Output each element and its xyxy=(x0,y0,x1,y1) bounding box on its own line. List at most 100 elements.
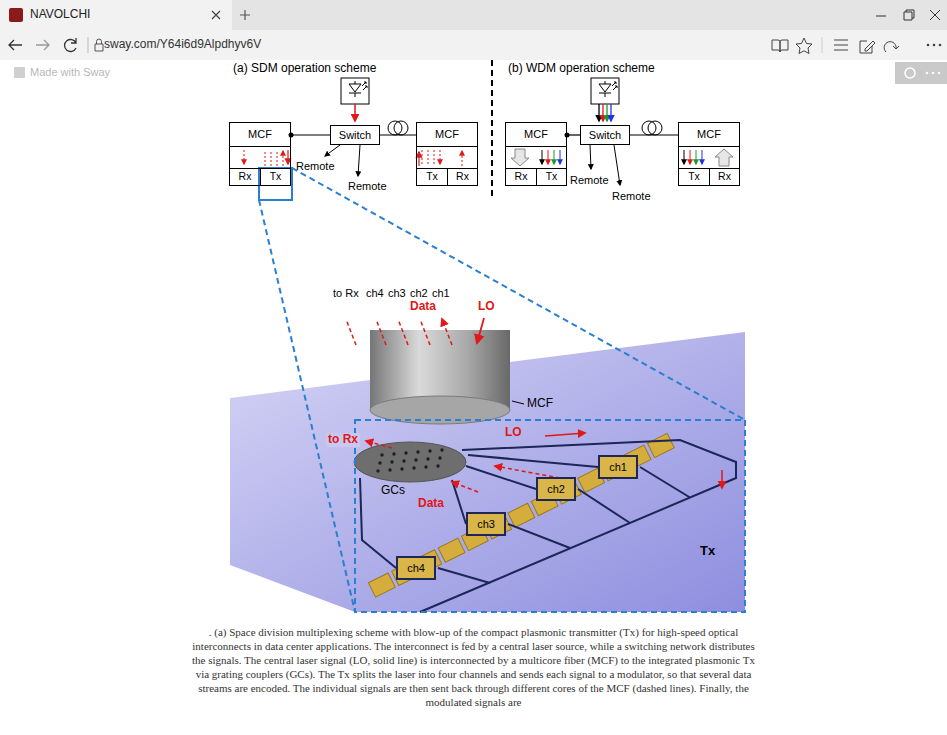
rx-signal-arrow xyxy=(462,151,463,166)
address-row xyxy=(0,30,947,60)
laser-symbol xyxy=(591,78,619,104)
multicore-fiber-box: MCFTxRx xyxy=(678,122,740,186)
grating-coupler xyxy=(438,456,441,459)
grating-coupler xyxy=(392,452,395,455)
note-icon xyxy=(860,41,875,53)
to-rx-arrow xyxy=(366,441,392,448)
gold-pad xyxy=(368,573,395,597)
grating-coupler xyxy=(378,461,381,464)
sway-more-dot xyxy=(932,72,935,75)
lock-icon xyxy=(95,39,103,51)
page-ground xyxy=(0,60,947,735)
transmitter-port: Tx xyxy=(679,168,709,185)
grating-coupler xyxy=(402,459,405,462)
lo-input-arrow xyxy=(477,318,484,343)
multicore-fiber-box: MCFRxTx xyxy=(229,122,291,186)
port-label: Tx xyxy=(546,171,558,183)
tx-highlight xyxy=(259,168,292,200)
sway-badge: Made with Sway xyxy=(30,66,110,79)
wdm-rx-arrow xyxy=(715,149,733,166)
wavelength-arrow xyxy=(554,150,555,164)
coupler-label: GCs xyxy=(381,484,405,498)
new-tab-icon xyxy=(240,10,250,20)
receiver-port: Rx xyxy=(230,168,260,185)
grating-coupler xyxy=(380,453,383,456)
fiber-label: MCF xyxy=(679,123,739,147)
signal-label: LO xyxy=(505,426,522,440)
sway-nav-icon xyxy=(905,68,915,78)
wavelength-arrow xyxy=(548,150,549,164)
tab-title: NAVOLCHI xyxy=(30,8,90,22)
grating-coupler xyxy=(414,458,417,461)
sway-icon xyxy=(14,67,25,78)
more-dot xyxy=(939,44,942,47)
port-label: Tx xyxy=(270,171,282,183)
remote-label: Remote xyxy=(570,174,609,187)
grating-couplers xyxy=(376,448,443,472)
splitter-branch xyxy=(438,467,690,583)
minimize-icon xyxy=(876,16,886,17)
grating-coupler xyxy=(404,451,407,454)
lo-arrow xyxy=(287,150,288,164)
core-label: ch2 xyxy=(410,287,428,300)
core-label: ch4 xyxy=(366,287,384,300)
panel-title: (a) SDM operation scheme xyxy=(233,62,376,76)
multicore-fiber-box: MCFTxRx xyxy=(416,122,478,186)
signal-label: to Rx xyxy=(326,433,360,447)
laser-symbol xyxy=(341,78,369,104)
transmitter-illustration xyxy=(230,168,745,612)
address-url: sway.com/Y64i6d9Alpdhyv6V xyxy=(104,38,261,52)
grating-coupler xyxy=(426,457,429,460)
grating-coupler xyxy=(440,448,443,451)
returning-data-arrows xyxy=(346,319,452,345)
grating-coupler xyxy=(388,468,391,471)
fiber-label: MCF xyxy=(506,123,566,147)
remote-label: Remote xyxy=(612,190,651,203)
fiber-link xyxy=(291,134,330,135)
grating-coupler xyxy=(376,469,379,472)
favorite-icon xyxy=(796,38,812,54)
channel-label: ch2 xyxy=(547,483,565,495)
transmitter-port: Tx xyxy=(536,168,566,185)
fiber-coil xyxy=(394,121,408,135)
grating-coupler xyxy=(390,460,393,463)
receiver-port: Rx xyxy=(447,168,477,185)
port-label: Rx xyxy=(239,171,252,183)
switch-label: Switch xyxy=(589,129,621,141)
port-label: Rx xyxy=(456,171,469,183)
active-tab xyxy=(0,0,232,30)
fiber-coil xyxy=(388,121,402,135)
address-separator xyxy=(88,37,89,53)
fiber-link xyxy=(630,134,678,135)
sway-more-dot xyxy=(938,72,941,75)
reading-view-icon xyxy=(772,40,788,52)
fiber-joint xyxy=(289,133,294,138)
fiber-joint xyxy=(565,133,570,138)
core-label: ch3 xyxy=(388,287,406,300)
port-label: Tx xyxy=(688,171,700,183)
rx-signal-arrow xyxy=(244,150,245,164)
receiver-port: Rx xyxy=(506,168,536,185)
wavelength-arrow xyxy=(606,104,607,121)
wavelength-arrow xyxy=(690,150,691,164)
remote-leader xyxy=(614,145,620,185)
modulator-channel: ch4 xyxy=(396,556,436,580)
signal-label: Data xyxy=(410,300,436,314)
wavelength-arrow xyxy=(696,150,697,164)
hub-icon xyxy=(834,40,848,50)
signal-label: LO xyxy=(478,300,495,314)
toolbar-separator xyxy=(822,37,823,53)
grating-coupler xyxy=(436,464,439,467)
mcf-leader xyxy=(512,401,524,404)
wavelength-arrow xyxy=(598,104,599,121)
lo-arrow xyxy=(545,433,585,436)
grating-coupler xyxy=(428,449,431,452)
sway-toolbar xyxy=(895,62,947,84)
multicore-fiber-box: MCF Rx Tx xyxy=(505,122,567,186)
switch-box: Switch xyxy=(580,125,630,145)
port-label: Tx xyxy=(426,171,438,183)
fiber-link xyxy=(380,134,416,135)
transmitter-port: Tx xyxy=(260,168,290,185)
